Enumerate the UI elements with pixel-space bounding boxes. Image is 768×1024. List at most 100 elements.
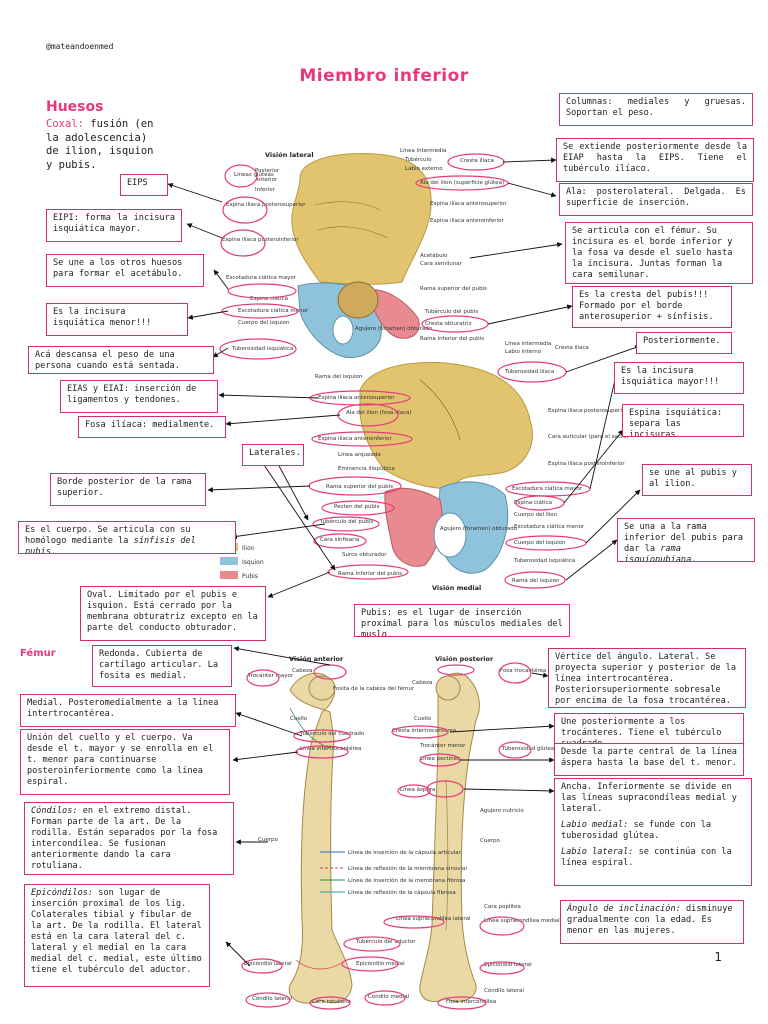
legend-label-pubis: Pubis (242, 573, 258, 580)
annotation-arrows (167, 157, 641, 967)
label-f-supracondilea-medial: Línea supracondílea medial (484, 917, 560, 924)
label-escotadura-mayor: Escotadura ciática mayor (226, 274, 297, 281)
legend-label-isquion: Isquion (242, 559, 264, 566)
angulo-key: Ángulo de inclinación: (567, 904, 681, 914)
ilion-region-lateral (291, 153, 432, 285)
label-f-linea-intertrocanterea: Línea intertrocantérea (300, 745, 361, 752)
label-eias: Espina ilíaca anterosuperior (430, 200, 507, 207)
label-f-cara-rotuliana: Cara rotuliana (312, 999, 351, 1005)
label-m-eiai: Espina ilíaca anteroinferior (318, 435, 392, 442)
note-linea-pectinea: Desde la parte central de la línea ásper… (554, 743, 744, 776)
cuerpo-text: Es el cuerpo. Se articula con su homólog… (25, 525, 191, 546)
label-ala-del-ilion: Ala del ilion (superficie glútea) (420, 179, 504, 186)
note-columnas: Columnas: mediales y gruesas. Soportan e… (559, 93, 753, 126)
medial-view-labels: Línea intermedia Labio interno Cresta il… (318, 340, 629, 584)
label-rama-isquion: Rama del isquion (315, 374, 363, 380)
note-oval: Oval. Limitado por el pubis e isquion. E… (80, 586, 266, 641)
note-tuberosidad: Acá descansa el peso de una persona cuan… (28, 346, 214, 374)
label-m-eias: Espina ilíaca anterosuperior (318, 394, 395, 401)
note-epicondilos: Epicóndilos: son lugar de inserción prox… (24, 884, 210, 987)
label-m-cara-auricular: Cara auricular (para el sacro) (548, 434, 629, 440)
label-rama-superior-pubis: Rama superior del pubis (420, 286, 487, 292)
femur-anterior-view (288, 672, 353, 1004)
label-acetabulo: Acetábulo (420, 252, 448, 259)
note-cuerpo-pubis: Es el cuerpo. Se articula con su homólog… (18, 521, 236, 554)
aspera-lateral-key: Labio lateral: (561, 847, 634, 857)
note-angulo-inclinacion: Ángulo de inclinación: disminuye gradual… (560, 900, 744, 944)
label-f-fosita: Fosita de la cabeza del fémur (333, 685, 415, 692)
label-f-condilo-lateral: Cóndilo lateral (252, 995, 292, 1002)
note-linea-aspera: Ancha. Inferiormente se divide en las lí… (554, 778, 752, 886)
label-linea-intermedia: Línea intermedia (400, 147, 446, 154)
label-posterior: Posterior (255, 168, 280, 174)
angulo-text: disminuye gradualmente con la edad. Es m… (567, 904, 733, 936)
coxal-key: Coxal: (46, 118, 84, 130)
label-tuberculo: Tubérculo (404, 156, 432, 163)
note-pubis-insercion: Pubis: es el lugar de inserción proximal… (354, 604, 570, 637)
label-m-espina-ciatica: Espina ciática (514, 499, 552, 506)
label-m-eips: Espina ilíaca posterosuperior (548, 407, 628, 414)
label-m-rama-superior: Rama superior del pubis (326, 484, 393, 490)
pubis-region-medial (384, 487, 443, 567)
label-f-cuello: Cuello (290, 716, 308, 722)
femur-head-anterior (308, 675, 336, 701)
label-f-supracondilea-lateral: Línea supracondílea lateral (396, 915, 471, 922)
label-f-tuberculo-aductor: Tubérculo del aductor (355, 938, 416, 945)
label-m-tuberosidad-iliaca: Tuberosidad ilíaca (504, 368, 554, 375)
label-eiai: Espina ilíaca anteroinferior (430, 217, 504, 224)
femur-labels: Trocánter mayor Cabeza Cuello Fosita de … (244, 667, 560, 1005)
note-cabeza-femur: Redonda. Cubierta de cartílago articular… (92, 645, 232, 687)
label-f-cara-poplitea: Cara poplítea (484, 903, 521, 910)
aspera-p2: Labio medial: se funde con la tuberosida… (561, 820, 745, 842)
label-m-linea-intermedia: Línea intermedia (505, 340, 551, 347)
label-f-cuello-post: Cuello (414, 716, 432, 722)
note-laterales: Laterales. (242, 444, 304, 466)
label-agujero-obturado: Agujero (foramen) obturado (355, 326, 433, 332)
femur-legend-4: Línea de reflexión de la cápsula fibrosa (348, 889, 456, 896)
label-m-ala: Ala del ilion (fosa ilíaca) (346, 409, 412, 416)
label-m-rama-isquion: Rama del isquion (512, 578, 560, 584)
label-f-trocanter-mayor: Trocánter mayor (247, 672, 294, 679)
label-m-surco-obturador: Surco obturador (342, 552, 387, 558)
label-cresta-iliaca: Cresta ilíaca (460, 157, 494, 164)
label-f-epicondilo-medial: Epicóndilo medial (356, 960, 405, 967)
label-f-fosa-trocanterea: Fosa trocantérea (500, 667, 546, 674)
note-trocanter-menor: Medial. Posteromedialmente a la línea in… (20, 694, 236, 727)
condilos-emphasis: Cóndilos: (31, 806, 78, 816)
cuerpo-end: . (50, 547, 57, 554)
label-m-tuberosidad-isquiatica: Tuberosidad isquiática (513, 557, 575, 564)
label-f-epicondilo-lateral: Epicóndilo lateral (244, 960, 292, 967)
label-m-escotadura-menor: Escotadura ciática menor (514, 523, 585, 530)
page-number: 1 (714, 950, 722, 964)
highlight-ovals (219, 153, 591, 1010)
label-m-cresta-iliaca: Cresta ilíaca (555, 344, 589, 351)
label-f-tuberculo-cuadrado: Tubérculo del cuadrado (299, 730, 365, 737)
label-m-agujero-obturado: Agujero (foramen) obturado (440, 526, 518, 532)
aspera-medial-key: Labio medial: (561, 820, 629, 830)
note-borde-posterior: Borde posterior de la rama superior. (50, 473, 206, 506)
femur-posterior-shape (419, 672, 480, 1002)
label-f-cuerpo-post: Cuerpo (480, 838, 500, 844)
lateral-view-labels: Línea intermedia Tubérculo Labio externo… (222, 147, 507, 380)
note-cresta-pubis: Es la cresta del pubis!!! Formado por el… (572, 286, 732, 328)
note-eips: EIPS (120, 174, 168, 196)
label-cresta-obturatriz: Cresta obturatriz (425, 321, 472, 327)
label-cuerpo-isquion: Cuerpo del isquion (238, 320, 290, 326)
label-f-condilo-lateral-post: Cóndilo lateral (484, 987, 524, 994)
label-m-cuerpo-isquion: Cuerpo del isquion (514, 540, 566, 546)
condilos-text: en el extremo distal. Forman parte de la… (31, 806, 218, 871)
view-label-posterior: Visión posterior (435, 655, 494, 663)
rama-emphasis: rama isquiopubiana (624, 544, 692, 562)
label-escotadura-menor: Escotadura ciática menor (238, 307, 309, 314)
label-lineas-gluteas: Líneas glúteas (234, 171, 274, 178)
cuerpo-emphasis: sínfisis del pubis (25, 536, 196, 554)
label-f-tuberosidad-glutea: Tuberosidad glútea (501, 745, 554, 752)
label-m-eipi: Espina ilíaca posteroinferior (548, 460, 625, 467)
label-anterior: Anterior (255, 177, 278, 183)
aspera-medial-text: se funde con la tuberosidad glútea. (561, 820, 712, 841)
label-inferior: Inferior (255, 187, 276, 193)
label-f-cabeza-post: Cabeza (412, 680, 432, 686)
label-f-trocanter-menor: Trocánter menor (419, 742, 466, 749)
femur-anterior-shape (288, 672, 353, 1004)
